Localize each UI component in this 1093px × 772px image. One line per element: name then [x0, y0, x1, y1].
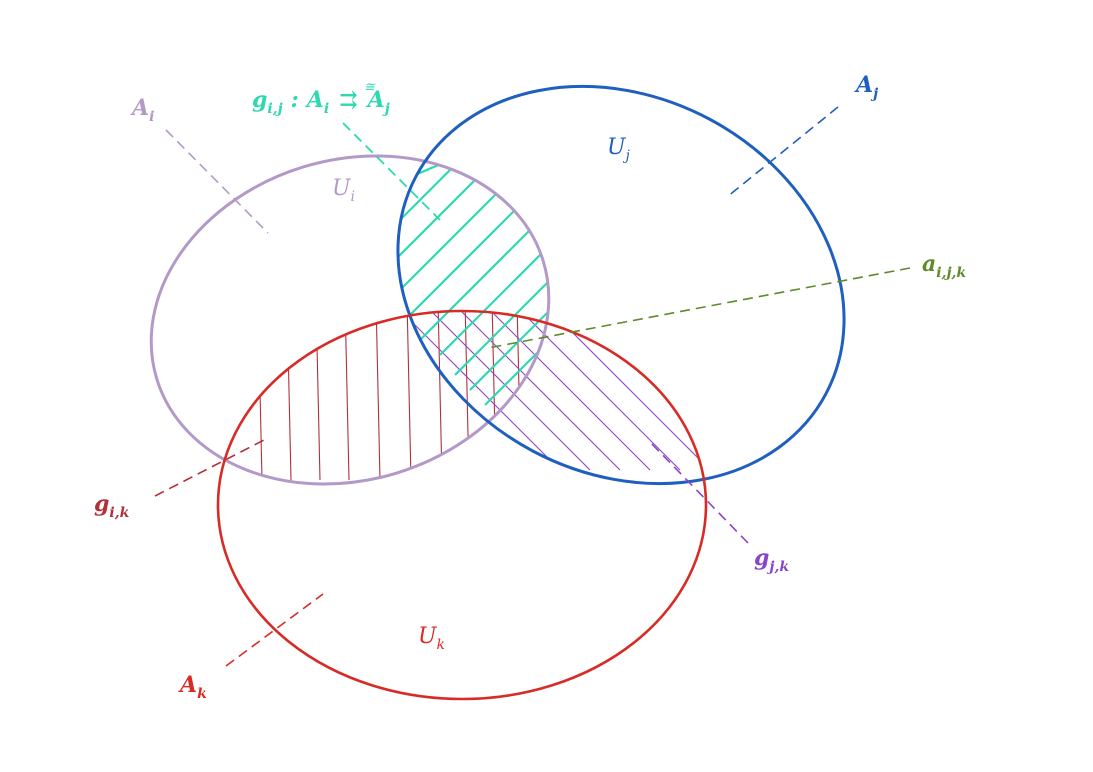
label-ui: Ui: [332, 176, 355, 205]
gik-hatch: [257, 311, 522, 481]
label-ak: Ak: [178, 672, 207, 702]
set-uj-outline: [396, 84, 846, 486]
set-ui-outline: [149, 154, 551, 486]
ai-leader: [165, 129, 269, 234]
gij-leader: [342, 122, 441, 221]
label-aijk: ai,j,k: [922, 251, 966, 281]
label-gij: gi,j:Ai⇉Aj: [252, 87, 390, 117]
aj-leader: [726, 106, 839, 198]
label-gjk: gj,k: [754, 545, 789, 575]
set-uk-outline: [216, 309, 708, 701]
label-gij-iso: ≅: [364, 80, 376, 95]
label-aj: Aj: [854, 72, 878, 102]
gik-leader: [154, 439, 265, 497]
aijk-leader: [487, 267, 911, 349]
label-gik: gi,k: [94, 491, 130, 521]
label-uj: Uj: [607, 135, 631, 164]
gjk-leader: [649, 441, 749, 544]
label-ai: Ai: [130, 95, 154, 125]
ak-leader: [225, 593, 324, 667]
label-uk: Uk: [418, 624, 445, 653]
